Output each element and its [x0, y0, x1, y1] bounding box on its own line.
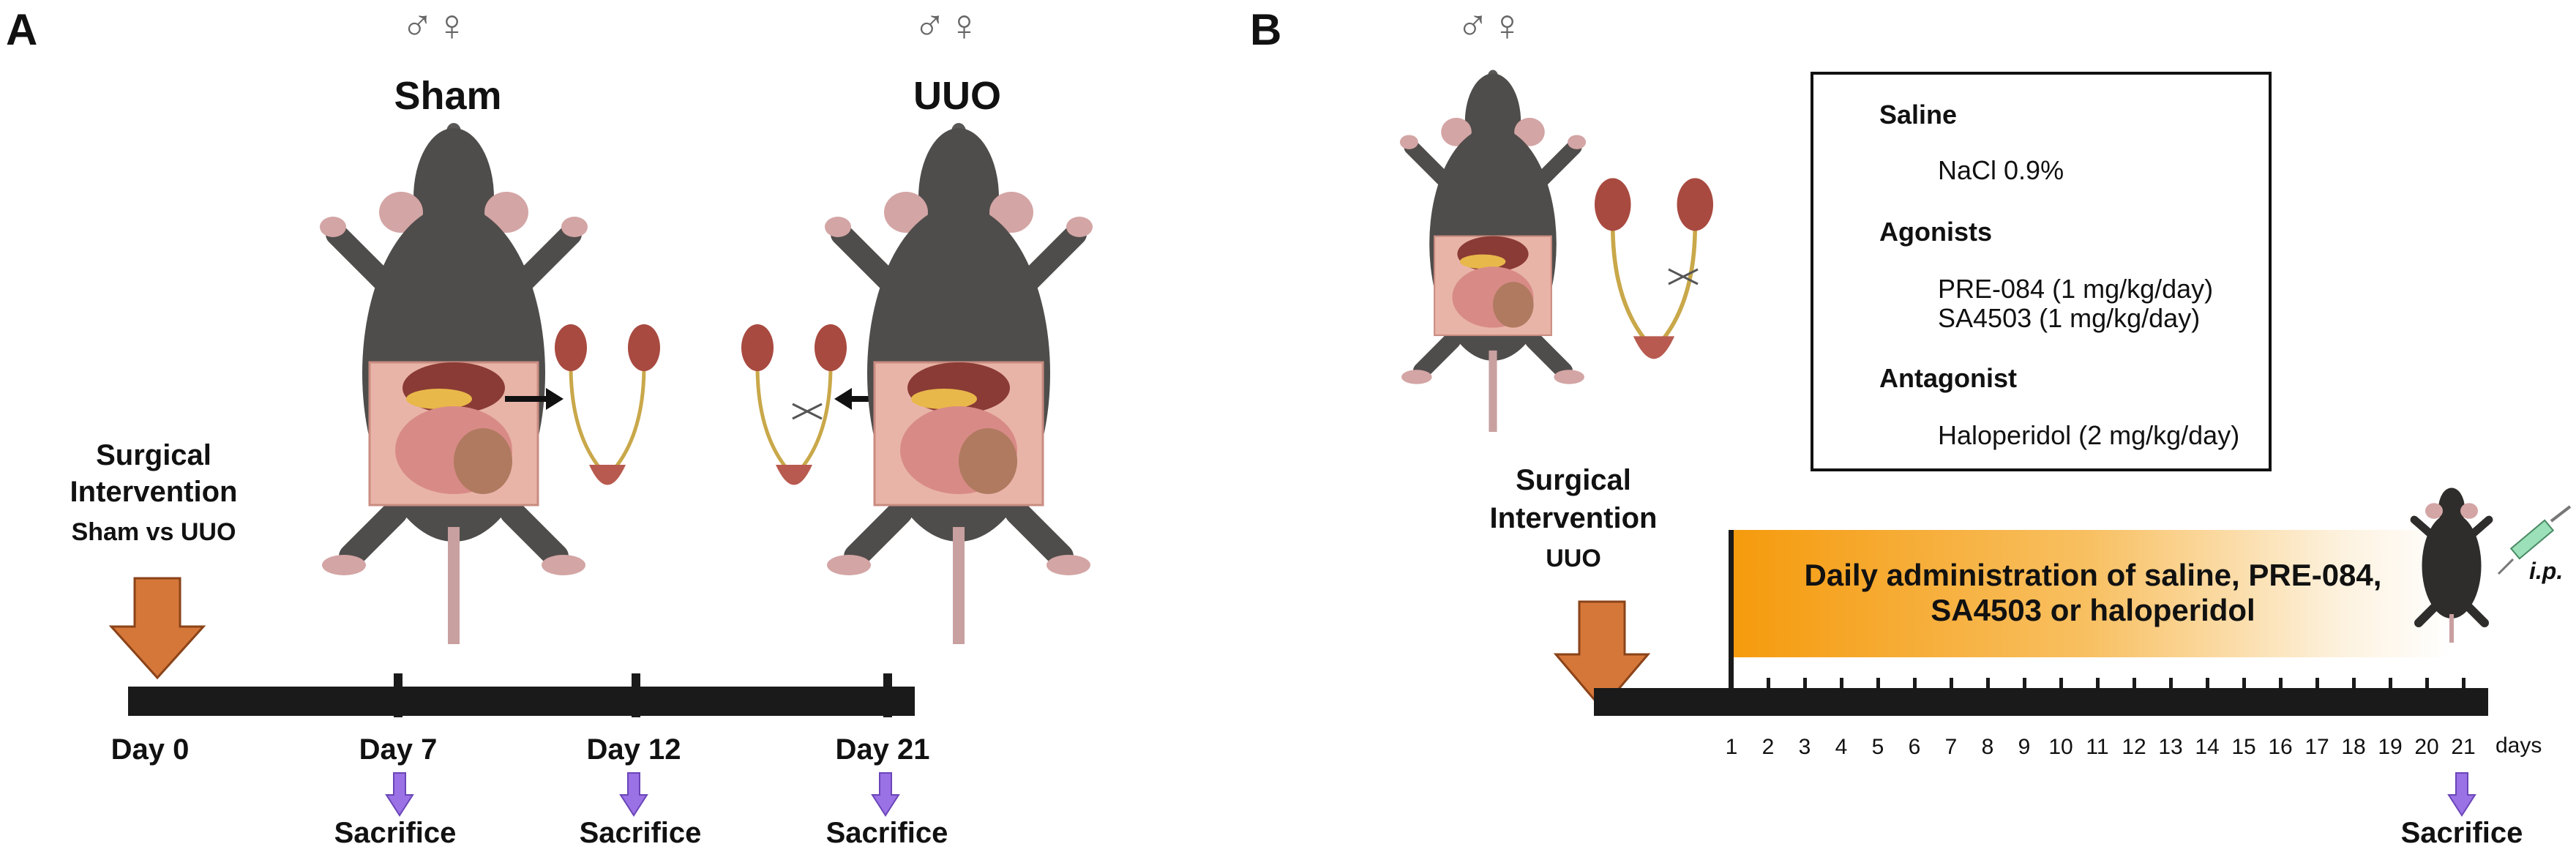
b-day-label-9: 9	[2018, 735, 2031, 759]
b-day-tick-5	[1876, 678, 1880, 694]
legend-saline-item: NaCl 0.9%	[1938, 155, 2064, 185]
b-day-tick-6	[1913, 678, 1917, 694]
a-sacrifice-arrow-day21	[871, 772, 900, 817]
b-day-label-3: 3	[1798, 735, 1811, 759]
sham-sex-symbols: ♂♀	[401, 1, 470, 50]
b-day-tick-1	[1730, 678, 1734, 694]
a-surgery-arrow	[108, 577, 206, 680]
a-surgical-line2: Intervention	[70, 476, 238, 508]
b-day-label-13: 13	[2158, 735, 2183, 759]
b-day-label-6: 6	[1908, 735, 1921, 759]
b-day-tick-12	[2133, 678, 2136, 694]
b-day-tick-8	[1986, 678, 1990, 694]
a-tick-day21	[883, 673, 892, 717]
b-day-label-8: 8	[1981, 735, 1994, 759]
b-day-label-16: 16	[2268, 735, 2293, 759]
a-day12-label: Day 12	[586, 733, 681, 766]
b-day-tick-3	[1803, 678, 1807, 694]
a-sacrifice-label-day12: Sacrifice	[579, 817, 702, 849]
b-day-label-1: 1	[1725, 735, 1738, 759]
a-sacrifice-label-day7: Sacrifice	[334, 817, 457, 849]
uuo-sex-symbols: ♂♀	[913, 1, 982, 50]
b-day-tick-4	[1840, 678, 1843, 694]
b-scissors-icon	[1668, 268, 1699, 285]
b-day-tick-11	[2096, 678, 2100, 694]
b-day-label-5: 5	[1871, 735, 1884, 759]
admin-text-line1: Daily administration of saline, PRE-084,	[1804, 558, 2382, 592]
b-day-label-2: 2	[1761, 735, 1775, 759]
b-day-tick-14	[2206, 678, 2209, 694]
b-day-label-17: 17	[2304, 735, 2329, 759]
a-sacrifice-arrow-day12	[619, 772, 648, 817]
b-sacrifice-label: Sacrifice	[2400, 817, 2523, 849]
daily-administration-band	[1730, 530, 2452, 657]
b-sacrifice-arrow	[2447, 772, 2476, 817]
b-day-tick-18	[2352, 678, 2356, 694]
a-timeline	[128, 673, 915, 717]
route-label: i.p.	[2529, 558, 2564, 584]
b-day-label-15: 15	[2231, 735, 2256, 759]
b-day-tick-17	[2315, 678, 2319, 694]
b-day-tick-19	[2389, 678, 2392, 694]
b-day-label-14: 14	[2195, 735, 2220, 759]
panel-a-label: A	[6, 5, 38, 54]
b-day-label-20: 20	[2414, 735, 2439, 759]
uuo-mouse-illustration	[825, 123, 1093, 644]
b-day-tick-15	[2242, 678, 2246, 694]
b-day-tick-21	[2462, 678, 2465, 694]
b-day-label-18: 18	[2341, 735, 2366, 759]
a-day7-label: Day 7	[359, 733, 438, 766]
legend-agonist-2: SA4503 (1 mg/kg/day)	[1938, 303, 2201, 333]
b-surgery-arrow	[1553, 600, 1651, 711]
b-day-tick-20	[2425, 678, 2429, 694]
b-day-label-7: 7	[1944, 735, 1958, 759]
b-timeline	[1594, 678, 2488, 716]
b-surgical-line2: Intervention	[1489, 502, 1658, 534]
b-day-label-21: 21	[2451, 735, 2476, 759]
b-surgical-line3: UUO	[1546, 545, 1601, 572]
injection-mouse-illustration	[2410, 487, 2493, 643]
b-mouse-illustration	[1399, 70, 1587, 432]
b-day-label-10: 10	[2048, 735, 2073, 759]
legend-saline-heading: Saline	[1879, 100, 1958, 130]
a-surgical-line1: Surgical	[96, 439, 211, 471]
legend-agonist-1: PRE-084 (1 mg/kg/day)	[1938, 274, 2214, 304]
b-day-label-4: 4	[1835, 735, 1848, 759]
a-day21-label: Day 21	[835, 733, 930, 766]
sham-kidneys-illustration	[555, 324, 660, 485]
b-day-tick-9	[2023, 678, 2026, 694]
sham-kidney-arrow	[505, 388, 564, 410]
legend-antagonist-heading: Antagonist	[1879, 363, 2017, 393]
panel-b-label: B	[1250, 5, 1282, 54]
a-day0-label: Day 0	[111, 733, 190, 766]
legend-antagonist-1: Haloperidol (2 mg/kg/day)	[1938, 420, 2240, 450]
a-sacrifice-arrow-day7	[385, 772, 414, 817]
a-sacrifice-label-day21: Sacrifice	[825, 817, 948, 849]
administration-start-line	[1729, 530, 1734, 697]
scissors-icon	[792, 403, 823, 420]
b-day-tick-13	[2169, 678, 2173, 694]
b-day-tick-7	[1950, 678, 1953, 694]
b-day-label-12: 12	[2122, 735, 2146, 759]
syringe-icon	[2497, 505, 2572, 575]
uuo-kidneys-illustration	[741, 324, 847, 485]
b-day-tick-10	[2059, 678, 2063, 694]
b-day-tick-16	[2279, 678, 2283, 694]
b-surgical-line1: Surgical	[1516, 464, 1631, 496]
treatment-legend-box: Saline NaCl 0.9% Agonists PRE-084 (1 mg/…	[1811, 72, 2272, 471]
b-day-label-19: 19	[2378, 735, 2403, 759]
b-day-label-11: 11	[2086, 735, 2109, 759]
sham-title: Sham	[394, 74, 502, 118]
admin-text-line2: SA4503 or haloperidol	[1931, 593, 2255, 627]
b-days-unit: days	[2496, 733, 2542, 758]
b-sex-symbols: ♂♀	[1456, 1, 1525, 50]
a-surgical-line3: Sham vs UUO	[71, 518, 236, 546]
sham-mouse-illustration	[320, 123, 588, 644]
b-day-tick-2	[1767, 678, 1770, 694]
a-tick-day12	[632, 673, 640, 717]
uuo-title: UUO	[913, 74, 1001, 118]
a-tick-day7	[394, 673, 402, 717]
b-kidneys-illustration	[1595, 178, 1713, 359]
legend-agonists-heading: Agonists	[1879, 217, 1993, 247]
